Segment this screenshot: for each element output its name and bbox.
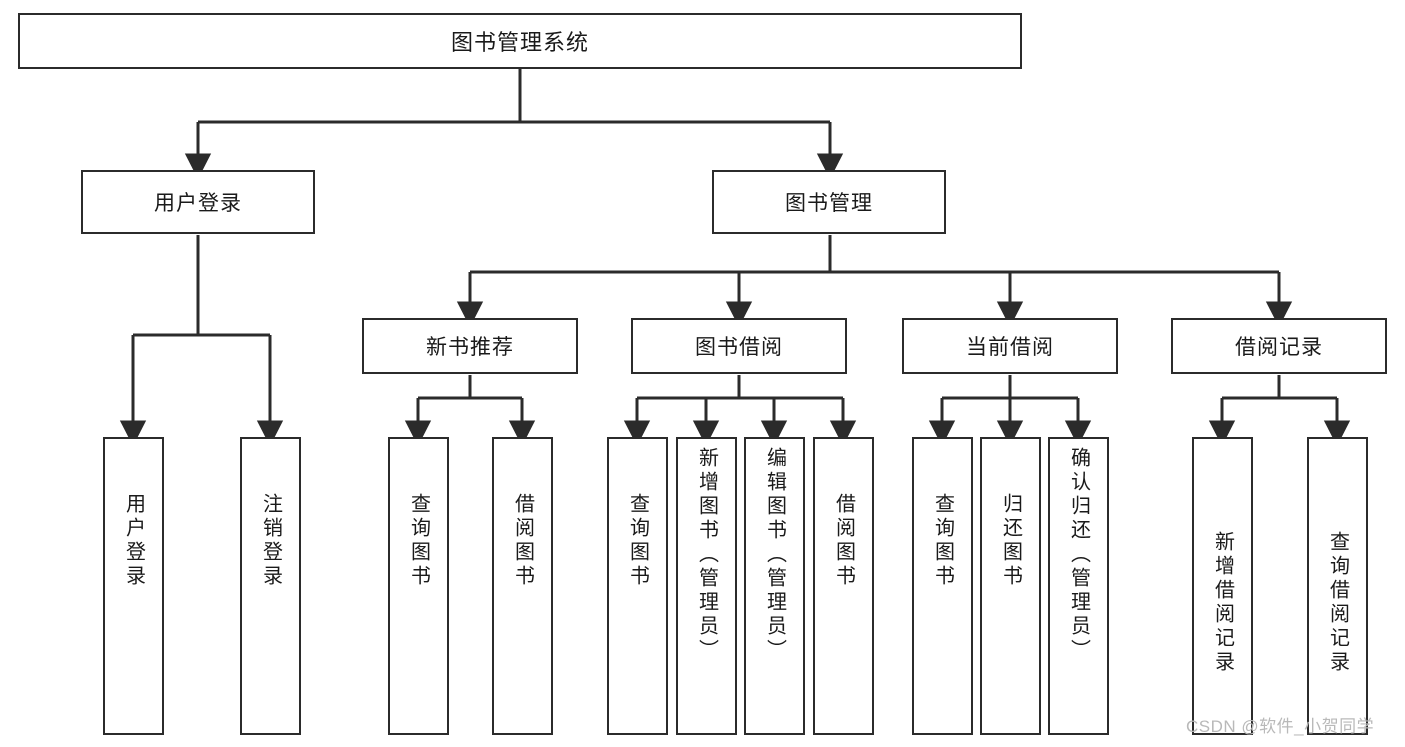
- node-book-management[interactable]: 图书管理: [712, 170, 946, 234]
- node-label: 编辑图书（管理员）: [763, 447, 786, 663]
- leaf-logout-login[interactable]: 注销登录: [240, 437, 301, 735]
- leaf-add-record[interactable]: 新增借阅记录: [1192, 437, 1253, 735]
- node-borrow-record[interactable]: 借阅记录: [1171, 318, 1387, 374]
- node-label: 新增借阅记录: [1211, 531, 1234, 675]
- node-label: 归还图书: [999, 493, 1022, 589]
- node-label: 新书推荐: [426, 336, 514, 359]
- node-new-book-recommend[interactable]: 新书推荐: [362, 318, 578, 374]
- node-label: 查询借阅记录: [1326, 531, 1349, 675]
- node-label: 查询图书: [407, 493, 430, 589]
- leaf-add-book[interactable]: 新增图书（管理员）: [676, 437, 737, 735]
- leaf-borrow-book-2[interactable]: 借阅图书: [813, 437, 874, 735]
- node-label: 用户登录: [154, 192, 242, 215]
- node-label: 借阅图书: [832, 493, 855, 589]
- csdn-watermark: CSDN @软件_小贺同学: [1186, 717, 1375, 736]
- node-label: 借阅图书: [511, 493, 534, 589]
- node-user-login[interactable]: 用户登录: [81, 170, 315, 234]
- node-label: 新增图书（管理员）: [695, 447, 718, 663]
- node-root-system[interactable]: 图书管理系统: [18, 13, 1022, 69]
- node-label: 图书管理: [785, 192, 873, 215]
- node-label: 图书管理系统: [450, 30, 589, 55]
- leaf-query-book-1[interactable]: 查询图书: [388, 437, 449, 735]
- leaf-user-login[interactable]: 用户登录: [103, 437, 164, 735]
- leaf-query-book-2[interactable]: 查询图书: [607, 437, 668, 735]
- leaf-confirm-return[interactable]: 确认归还（管理员）: [1048, 437, 1109, 735]
- node-label: 查询图书: [626, 493, 649, 589]
- node-label: 确认归还（管理员）: [1067, 447, 1090, 663]
- node-label: 用户登录: [122, 493, 145, 589]
- node-label: 查询图书: [931, 493, 954, 589]
- node-label: 注销登录: [259, 493, 282, 589]
- leaf-return-book[interactable]: 归还图书: [980, 437, 1041, 735]
- node-label: 当前借阅: [966, 336, 1054, 359]
- node-current-borrow[interactable]: 当前借阅: [902, 318, 1118, 374]
- leaf-borrow-book-1[interactable]: 借阅图书: [492, 437, 553, 735]
- node-book-borrow[interactable]: 图书借阅: [631, 318, 847, 374]
- leaf-edit-book[interactable]: 编辑图书（管理员）: [744, 437, 805, 735]
- node-label: 借阅记录: [1235, 336, 1323, 359]
- leaf-query-book-3[interactable]: 查询图书: [912, 437, 973, 735]
- node-label: 图书借阅: [695, 336, 783, 359]
- leaf-query-record[interactable]: 查询借阅记录: [1307, 437, 1368, 735]
